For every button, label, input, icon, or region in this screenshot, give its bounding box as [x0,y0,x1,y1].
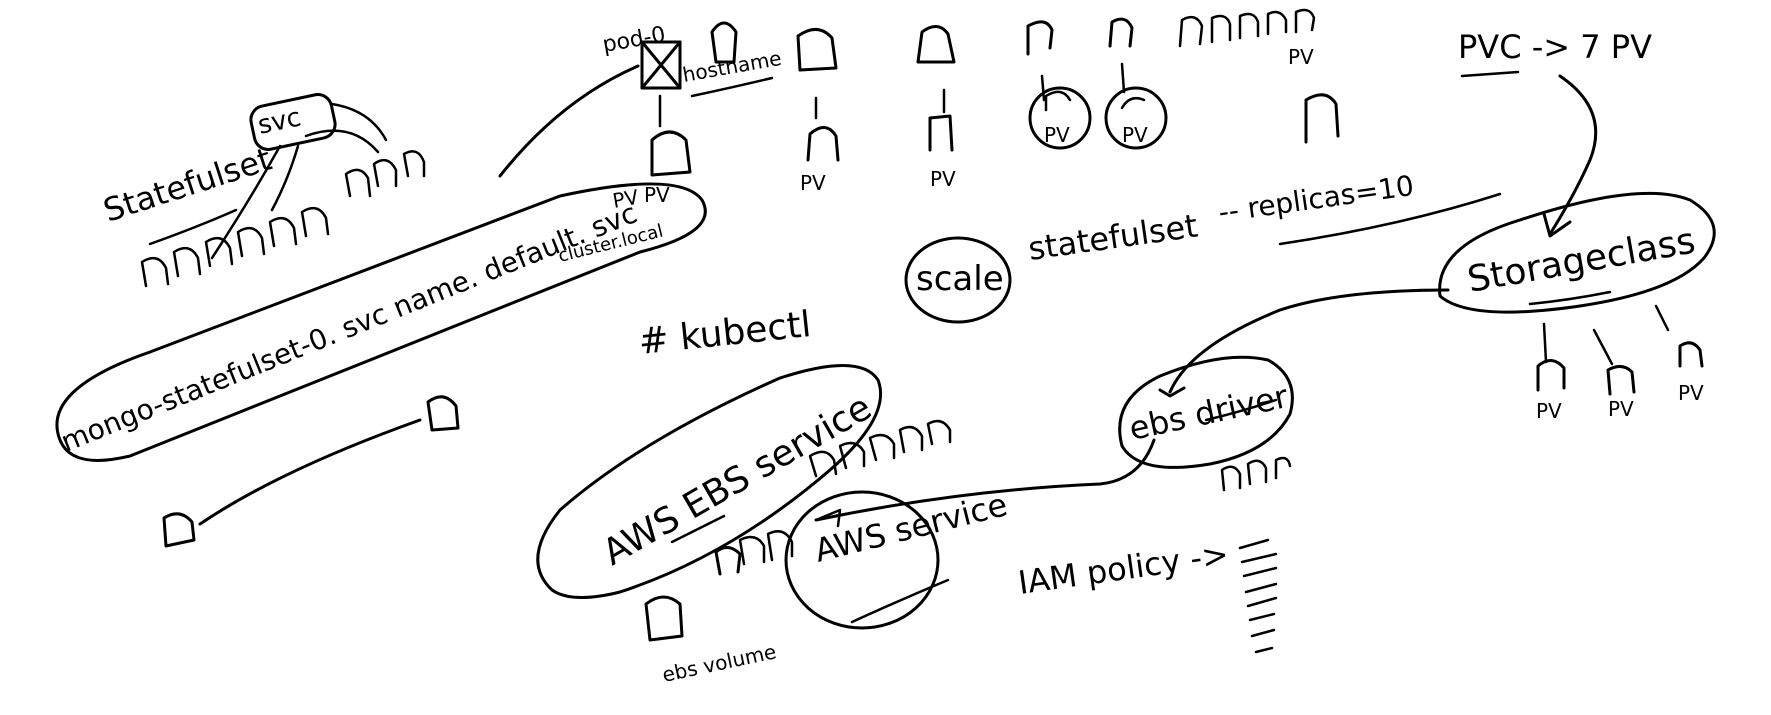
pod-0-label: pod-0 [601,22,668,58]
aws-ebs-service-ellipse [536,364,883,600]
aws-ebs-service-pods [738,419,952,566]
dns-name-text: mongo-statefulset-0. svc name. default. … [56,196,641,458]
aws-service-label: AWS service [811,485,1011,570]
sc-pv-label-3: PV [1678,381,1704,405]
dns-name-ellipse [55,182,707,462]
svc-box [249,93,337,151]
svc-pods-right [344,150,426,198]
ebs-volume-label: ebs volume [660,639,778,687]
scale-ellipse [904,236,1012,324]
top-pod-pv-columns: PV PV PV PV PV [710,8,1340,195]
kubectl-command: # kubectl [637,304,813,363]
storageclass-label: Storageclass [1464,221,1698,301]
storageclass-pvs: PV PV PV [1536,304,1704,423]
ebs-volume-shape [644,595,684,642]
statefulset-pods-row [140,206,330,288]
statefulset-label: Statefulset [99,140,276,230]
pod-0-pv-label: PV [644,183,670,207]
ebs-driver-pods [1220,456,1292,492]
sc-pv-label-2: PV [1608,397,1634,421]
aws-service-ellipse [784,490,940,630]
pv-label-col3: PV [1044,123,1070,147]
dns-pv-label: PV [611,185,641,213]
pvc-to-pv-label: PVC -> 7 PV [1458,28,1652,66]
pod-0-box [640,40,682,90]
hostname-label: hostname [681,46,784,87]
replicas-label: -- replicas=10 [1216,169,1415,229]
storageclass-ellipse [1438,191,1716,314]
iam-policy-document [1238,538,1278,654]
iam-policy-label: IAM policy -> [1016,535,1231,602]
svc-label: svc [255,103,304,141]
ebs-driver-label: ebs driver [1126,377,1292,448]
pv-label-col2: PV [930,167,956,191]
sc-pv-label-1: PV [1536,399,1562,423]
pod-0-pv-shape [650,130,692,177]
scale-target-label: statefulset [1026,207,1200,268]
pv-label-col1: PV [800,171,826,195]
scale-label: scale [916,259,1004,299]
pv-label-col4: PV [1122,123,1148,147]
pv-label-top-right: PV [1288,45,1314,69]
ebs-driver-ellipse [1118,355,1294,469]
